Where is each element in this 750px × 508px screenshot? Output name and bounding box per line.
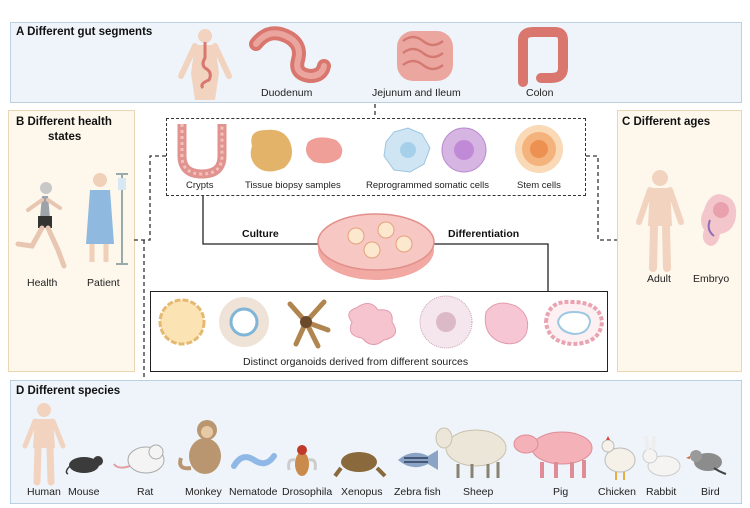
species-label-mouse: Mouse <box>68 486 100 498</box>
human-digestive-icon <box>178 29 232 100</box>
species-label-rat: Rat <box>137 486 154 498</box>
health-label: Health <box>27 277 58 289</box>
species-label-human: Human <box>27 486 61 498</box>
organoid-pink-blob-icon <box>348 303 397 345</box>
petri-dish-icon <box>317 213 435 280</box>
colon-label: Colon <box>526 87 554 99</box>
crypts-icon <box>177 124 227 179</box>
pig-icon <box>513 431 593 478</box>
differentiation-label: Differentiation <box>448 228 520 240</box>
organoids-box <box>150 291 608 372</box>
panel-b-title-line2: states <box>48 131 82 143</box>
crypts-label: Crypts <box>186 180 214 191</box>
panel-ages <box>617 110 742 372</box>
adult-icon <box>636 170 684 272</box>
patient-label: Patient <box>87 277 120 289</box>
organoid-ring-large-icon <box>543 299 605 347</box>
xenopus-icon <box>333 452 387 478</box>
adult-label: Adult <box>647 273 671 285</box>
sources-box <box>166 118 586 196</box>
drosophila-icon <box>287 445 317 476</box>
jejunum-ileum-label: Jejunum and Ileum <box>372 87 461 99</box>
monkey-icon <box>178 420 221 474</box>
zebra-fish-icon <box>398 450 438 470</box>
patient-icon <box>86 173 128 265</box>
chicken-icon <box>601 436 636 480</box>
human-icon <box>22 403 66 486</box>
mouse-icon <box>65 456 103 475</box>
species-label-xenopus: Xenopus <box>341 486 383 498</box>
stem-cells-icon <box>515 125 563 173</box>
organoid-ring-icon <box>219 297 269 347</box>
runner-icon <box>15 182 67 269</box>
jejunum-ileum-icon <box>397 31 453 81</box>
reprogrammed-cells-icon <box>383 127 487 173</box>
species-label-monkey: Monkey <box>185 486 222 498</box>
nematode-icon <box>231 453 277 469</box>
organoid-pink-oval-icon <box>484 302 529 345</box>
species-label-rabbit: Rabbit <box>646 486 677 498</box>
organoids-row <box>158 295 605 349</box>
organoid-radial-icon <box>419 295 473 349</box>
embryo-label: Embryo <box>693 273 730 285</box>
colon-icon <box>518 27 568 87</box>
organoid-yellow-icon <box>158 298 206 346</box>
species-label-zebra-fish: Zebra fish <box>394 486 441 498</box>
rat-icon <box>113 444 165 474</box>
culture-label: Culture <box>242 228 279 240</box>
tissue-biopsy-icon <box>250 129 343 172</box>
reprogrammed-cells-label: Reprogrammed somatic cells <box>366 180 490 191</box>
species-label-sheep: Sheep <box>463 486 494 498</box>
panel-d-title: D Different species <box>16 385 121 397</box>
bird-icon <box>686 450 727 475</box>
duodenum-icon <box>249 26 331 84</box>
species-label-nematode: Nematode <box>229 486 278 498</box>
panel-health-states <box>8 110 135 372</box>
species-label-drosophila: Drosophila <box>282 486 333 498</box>
embryo-icon <box>701 194 737 246</box>
organoids-caption: Distinct organoids derived from differen… <box>243 356 469 368</box>
duodenum-label: Duodenum <box>261 87 313 99</box>
species-label-chicken: Chicken <box>598 486 636 498</box>
rabbit-icon <box>642 435 681 477</box>
stem-cells-label: Stem cells <box>517 180 561 191</box>
species-label-bird: Bird <box>701 486 720 498</box>
organoid-branched-icon <box>287 299 331 349</box>
species-label-pig: Pig <box>553 486 569 498</box>
tissue-biopsy-label: Tissue biopsy samples <box>245 180 341 191</box>
sheep-icon <box>435 427 507 478</box>
panel-species <box>10 380 742 504</box>
panel-gut-segments <box>10 22 742 103</box>
panel-b-title-line1: B Different health <box>16 116 112 128</box>
panel-a-title: A Different gut segments <box>16 26 153 38</box>
panel-c-title: C Different ages <box>622 116 711 128</box>
